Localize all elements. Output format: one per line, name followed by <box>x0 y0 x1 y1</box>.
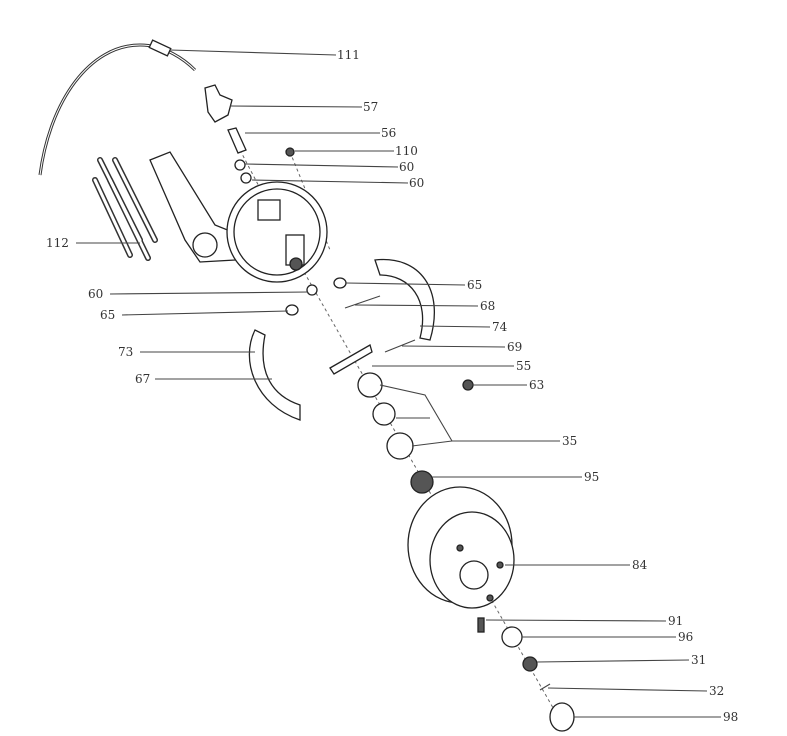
label-67: 67 <box>135 372 150 386</box>
label-32: 32 <box>709 684 724 698</box>
spring-part <box>227 127 247 154</box>
seal-part <box>410 470 434 494</box>
nut-part <box>462 379 474 391</box>
label-60: 60 <box>399 160 414 174</box>
label-56: 56 <box>381 126 396 140</box>
washer-part <box>501 626 523 648</box>
label-65: 65 <box>467 278 482 292</box>
label-35: 35 <box>562 434 577 448</box>
pin-part <box>285 304 299 316</box>
label-63: 63 <box>529 378 544 392</box>
washer-part <box>240 172 252 184</box>
label-68: 68 <box>480 299 495 313</box>
cotter-pin-part <box>539 683 551 691</box>
adjuster-part <box>329 344 373 375</box>
bearing-part <box>357 372 383 398</box>
nut-part <box>522 656 538 672</box>
label-69: 69 <box>507 340 522 354</box>
brake-cable-part <box>38 39 197 176</box>
label-73: 73 <box>118 345 133 359</box>
label-112: 112 <box>46 236 69 250</box>
brake-shoe-part <box>374 258 435 341</box>
nut-part <box>285 147 295 157</box>
label-91: 91 <box>668 614 683 628</box>
stud-part <box>477 617 485 633</box>
label-96: 96 <box>678 630 693 644</box>
label-65: 65 <box>100 308 115 322</box>
washer-part <box>234 159 246 171</box>
backing-plate-part <box>149 151 328 283</box>
bearing-part <box>372 402 396 426</box>
label-84: 84 <box>632 558 648 572</box>
label-60: 60 <box>409 176 424 190</box>
leader-lines <box>76 49 721 718</box>
label-111: 111 <box>337 48 360 62</box>
dust-cap-part <box>549 702 575 732</box>
label-55: 55 <box>516 359 531 373</box>
label-110: 110 <box>395 144 418 158</box>
label-31: 31 <box>691 653 706 667</box>
label-95: 95 <box>584 470 599 484</box>
label-98: 98 <box>723 710 738 724</box>
lever-part <box>204 84 233 123</box>
bearing-part <box>386 432 414 460</box>
label-74: 74 <box>492 320 508 334</box>
brake-drum-part <box>407 486 515 609</box>
label-57: 57 <box>363 100 378 114</box>
spring-part <box>384 339 416 353</box>
washer-part <box>306 284 318 296</box>
spring-part <box>344 295 381 309</box>
brake-shoe-part <box>248 329 301 421</box>
pin-part <box>333 277 347 289</box>
label-60: 60 <box>88 287 103 301</box>
